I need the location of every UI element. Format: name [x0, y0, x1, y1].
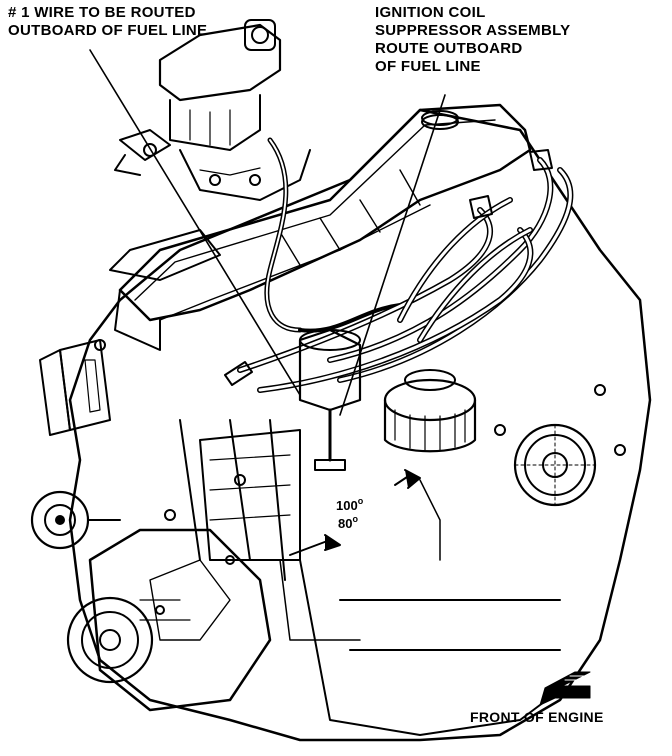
coil-note-line-3: ROUTE OUTBOARD	[375, 40, 523, 57]
ignition-coil	[383, 369, 477, 453]
coil-note-line-4: OF FUEL LINE	[375, 58, 481, 75]
coil-note-line-2: SUPPRESSOR ASSEMBLY	[375, 22, 571, 39]
leader-lines	[89, 49, 446, 416]
timing-80-degree: o	[352, 514, 358, 524]
timing-label-100: 100o	[336, 496, 363, 513]
wire-note-line-2: OUTBOARD OF FUEL LINE	[8, 22, 208, 39]
timing-label-80: 80o	[338, 514, 358, 531]
wire-note-leader	[89, 49, 301, 396]
timing-cover	[30, 490, 272, 712]
timing-marks	[279, 469, 441, 641]
engine-block	[39, 108, 652, 742]
fuel-line	[264, 137, 402, 333]
timing-100-value: 100	[336, 498, 358, 513]
bolts	[94, 339, 626, 615]
carburetor	[114, 19, 311, 201]
front-arrow-icon	[539, 671, 591, 706]
coil-note-leader	[339, 94, 446, 416]
wire-routing-note: # 1 WIRE TO BE ROUTED OUTBOARD OF FUEL L…	[8, 4, 207, 40]
coil-note-line-1: IGNITION COIL	[375, 4, 486, 21]
ignition-wires	[224, 149, 574, 393]
valve-cover	[109, 103, 532, 351]
distributor	[298, 328, 362, 471]
pulley-right	[513, 423, 597, 507]
wire-note-line-1: # 1 WIRE TO BE ROUTED	[8, 4, 196, 21]
coil-routing-note: IGNITION COIL SUPPRESSOR ASSEMBLY ROUTE …	[375, 4, 570, 76]
front-of-engine-label: FRONT OF ENGINE	[470, 709, 604, 725]
timing-100-degree: o	[357, 496, 364, 506]
timing-80-value: 80	[338, 516, 353, 531]
